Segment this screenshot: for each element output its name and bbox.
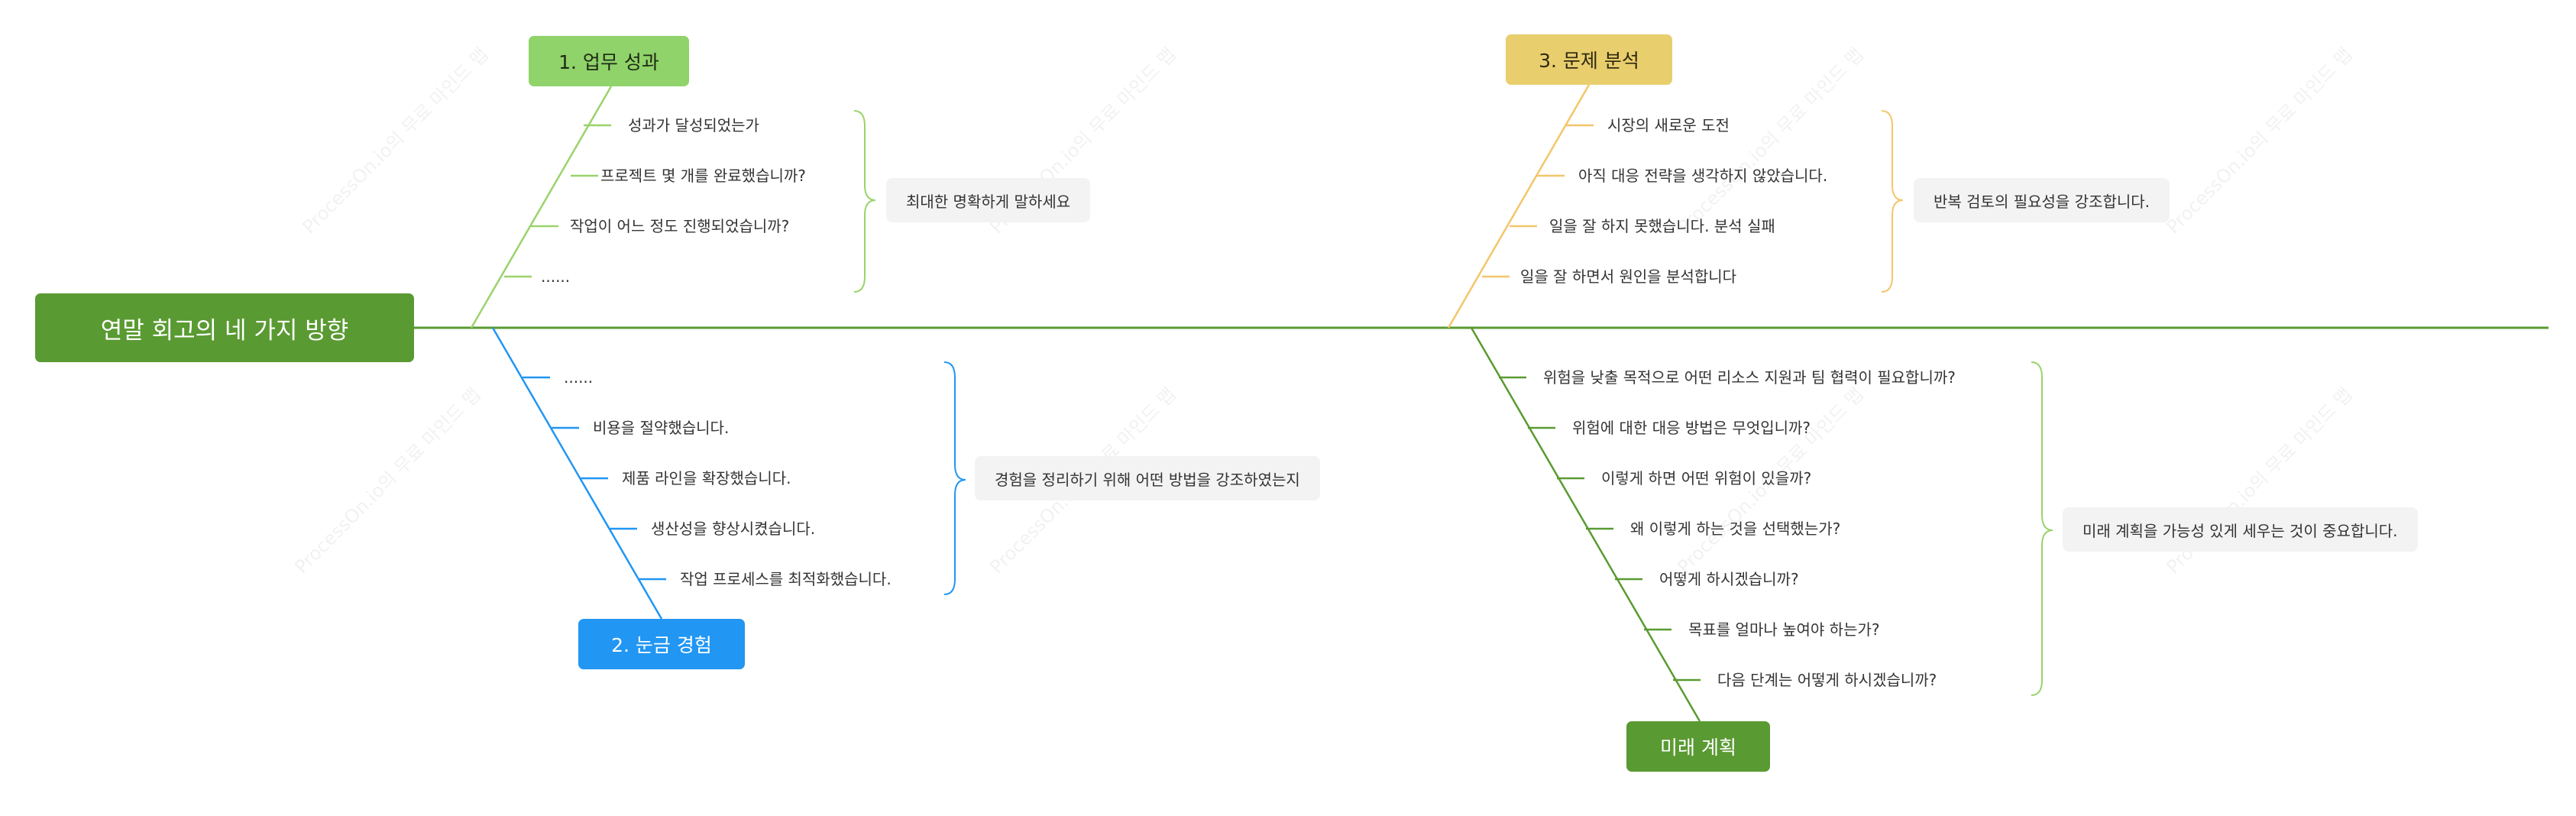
branch-3-topic[interactable]: 3. 문제 분석	[1506, 34, 1672, 85]
branch-3-item[interactable]: 시장의 새로운 도전	[1607, 116, 1730, 134]
branch-2-item[interactable]: 비용을 절약했습니다.	[593, 419, 730, 437]
root-topic[interactable]: 연말 회고의 네 가지 방향	[35, 293, 414, 362]
branch-2-item[interactable]: 생산성을 향상시켰습니다.	[651, 520, 816, 538]
branch-1-item[interactable]: 프로젝트 몇 개를 완료했습니까?	[600, 167, 806, 185]
branch-3-brace	[1881, 110, 1904, 293]
branch-3-summary[interactable]: 반복 검토의 필요성을 강조합니다.	[1914, 178, 2170, 222]
branch-1-brace	[853, 110, 876, 293]
branch-4-summary[interactable]: 미래 계획을 가능성 있게 세우는 것이 중요합니다.	[2063, 507, 2418, 552]
branch-4-brace	[2031, 361, 2053, 696]
branch-2-item[interactable]: ......	[564, 368, 594, 387]
branch-1-item[interactable]: 작업이 어느 정도 진행되었습니까?	[570, 217, 790, 235]
branch-4-item[interactable]: 위험에 대한 대응 방법은 무엇입니까?	[1572, 419, 1811, 437]
branch-1-item[interactable]: ......	[541, 267, 571, 286]
branch-2-summary[interactable]: 경험을 정리하기 위해 어떤 방법을 강조하였는지	[975, 456, 1320, 500]
branch-1-topic[interactable]: 1. 업무 성과	[529, 36, 689, 86]
branch-4-item[interactable]: 위험을 낮출 목적으로 어떤 리소스 지원과 팀 협력이 필요합니까?	[1543, 368, 1956, 387]
branch-2-brace	[943, 361, 966, 595]
branch-2-topic[interactable]: 2. 눈금 경험	[578, 619, 745, 669]
branch-3-item[interactable]: 아직 대응 전략을 생각하지 않았습니다.	[1578, 167, 1828, 185]
branch-4-item[interactable]: 왜 이렇게 하는 것을 선택했는가?	[1630, 520, 1841, 538]
branch-2-item[interactable]: 제품 라인을 확장했습니다.	[622, 469, 791, 487]
branch-4-item[interactable]: 다음 단계는 어떻게 하시겠습니까?	[1717, 671, 1937, 689]
branch-4-item[interactable]: 목표를 얼마나 높여야 하는가?	[1688, 620, 1880, 639]
branch-4-item[interactable]: 어떻게 하시겠습니까?	[1659, 570, 1799, 588]
branch-4-line	[1470, 327, 1701, 722]
branch-3-item[interactable]: 일을 잘 하지 못했습니다. 분석 실패	[1549, 217, 1775, 235]
branch-2-line	[491, 327, 663, 620]
branch-1-item[interactable]: 성과가 달성되었는가	[628, 116, 759, 134]
branch-4-topic[interactable]: 미래 계획	[1626, 721, 1770, 772]
branch-1-line	[470, 86, 613, 329]
branch-4-item[interactable]: 이렇게 하면 어떤 위험이 있을까?	[1601, 469, 1812, 487]
branch-2-item[interactable]: 작업 프로세스를 최적화했습니다.	[680, 570, 892, 588]
branch-1-summary[interactable]: 최대한 명확하게 말하세요	[886, 178, 1091, 222]
branch-3-item[interactable]: 일을 잘 하면서 원인을 분석합니다	[1520, 267, 1737, 286]
branch-3-line	[1447, 84, 1591, 329]
